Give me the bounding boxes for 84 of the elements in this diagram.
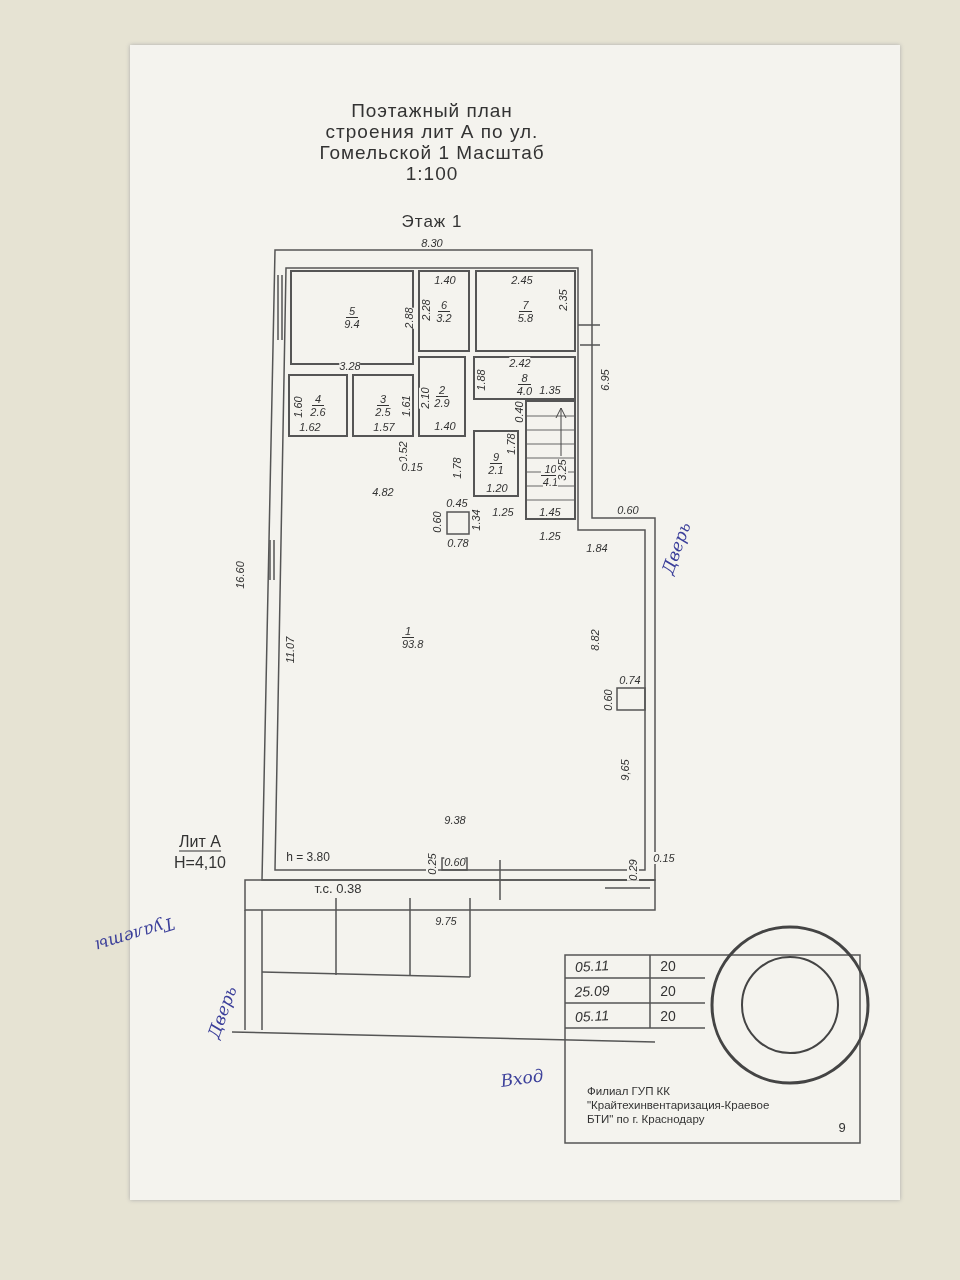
room-area: 5.8 (517, 311, 534, 324)
room-number: 5 (345, 305, 359, 318)
date-entry: 05.11 (574, 1009, 610, 1023)
dimension-text: 2.42 (509, 357, 531, 369)
dimension-text: 6.95 (599, 369, 611, 391)
date-entry: 20 (660, 1010, 676, 1022)
date-entry: 20 (660, 985, 676, 997)
building-letter-label: Лит А (179, 832, 221, 852)
dimension-text: 1.57 (373, 421, 395, 433)
room-number: 8 (518, 372, 531, 385)
room-area: 93.8 (402, 638, 424, 650)
height-label: H=4,10 (174, 854, 226, 872)
dimension-text: 1.78 (451, 457, 463, 479)
dimension-text: 9.75 (435, 915, 457, 927)
plan-title: Поэтажный план строения лит А по ул. Гомельской 1 Масштаб 1:100 (318, 100, 546, 184)
room-number: 7 (519, 298, 532, 312)
dimension-text: 2.45 (511, 274, 533, 286)
dimension-text: 1.62 (299, 421, 321, 433)
dimension-text: 1.20 (486, 482, 508, 494)
room-outline (288, 374, 348, 437)
room-area: 2.5 (375, 406, 391, 418)
room-number: 2 (435, 384, 449, 397)
dimension-text: 1.34 (470, 509, 482, 531)
dimension-text: 2.35 (557, 289, 569, 311)
dimension-text: 0.60 (617, 504, 639, 516)
dimension-text: 4.82 (372, 486, 394, 498)
dimension-text: 3.28 (339, 360, 361, 372)
height-label: h = 3.80 (286, 849, 330, 866)
dimension-text: 2.28 (420, 299, 432, 321)
dimension-text: 2.88 (403, 307, 415, 329)
dimension-text: 3.25 (556, 459, 568, 481)
handwritten-note: Дверь (661, 520, 691, 576)
dimension-text: 8.82 (589, 629, 601, 651)
handwritten-note: Дверь (207, 984, 237, 1040)
dimension-text: 9,65 (619, 759, 631, 781)
page-number: 9 (838, 1122, 846, 1134)
dimension-text: 1.25 (539, 530, 561, 542)
room-area: 2.1 (488, 464, 504, 476)
dimension-text: 16.60 (234, 561, 246, 589)
dimension-text: 1.40 (434, 420, 456, 432)
dimension-text: 0.74 (619, 674, 641, 686)
date-entry: 20 (660, 960, 676, 972)
dimension-text: 1.78 (505, 433, 517, 455)
room-area: 2.9 (434, 397, 450, 409)
dimension-text: 1.88 (475, 369, 487, 391)
room-number: 9 (489, 451, 503, 464)
room-number: 3 (376, 393, 390, 406)
dimension-text: т.с. 0.38 (314, 883, 362, 895)
dimension-text: 0.25 (426, 853, 438, 875)
room-outline (418, 270, 470, 352)
room-outline (352, 374, 414, 437)
room-area: 9.4 (344, 318, 360, 330)
dimension-text: 0.60 (431, 511, 443, 533)
dimension-text: 1.35 (539, 384, 561, 396)
date-entry: 05.11 (574, 959, 610, 973)
room-number: 6 (437, 298, 451, 312)
dimension-text: 1.45 (539, 506, 561, 518)
dimension-text: 11.07 (284, 636, 296, 664)
dimension-text: 0.60 (602, 689, 614, 711)
dimension-text: 8.30 (421, 237, 443, 249)
dimension-text: 1.40 (434, 274, 456, 286)
room-number: 4 (311, 393, 325, 406)
dimension-text: 1.84 (586, 542, 608, 554)
room-area: 2.6 (310, 406, 326, 418)
room-outline (475, 270, 576, 352)
room-number: 1 (402, 625, 415, 638)
dimension-text: 2.10 (419, 387, 431, 409)
dimension-text: 0.29 (627, 859, 639, 881)
dimension-text: 0.40 (513, 401, 525, 423)
dimension-text: 0.45 (446, 497, 468, 509)
floor-label: Этаж 1 (401, 212, 463, 232)
handwritten-note: Вход (499, 1069, 545, 1087)
dimension-text: 0.15 (653, 852, 675, 864)
dimension-text: 1.61 (400, 395, 412, 417)
organization-text: Филиал ГУП КК "Крайтехинвентаризация-Краевое БТИ" по г. Краснодару (587, 1084, 771, 1126)
room-area: 4.0 (516, 385, 533, 397)
dimension-text: 0.60 (444, 856, 466, 868)
dimension-text: 0.78 (447, 537, 469, 549)
dimension-text: 1.60 (292, 396, 304, 418)
room-area: 3.2 (436, 311, 452, 324)
dimension-text: 9.38 (444, 814, 466, 826)
dimension-text: 0.15 (401, 461, 423, 473)
date-entry: 25.09 (574, 984, 610, 998)
dimension-text: 1.25 (492, 506, 514, 518)
